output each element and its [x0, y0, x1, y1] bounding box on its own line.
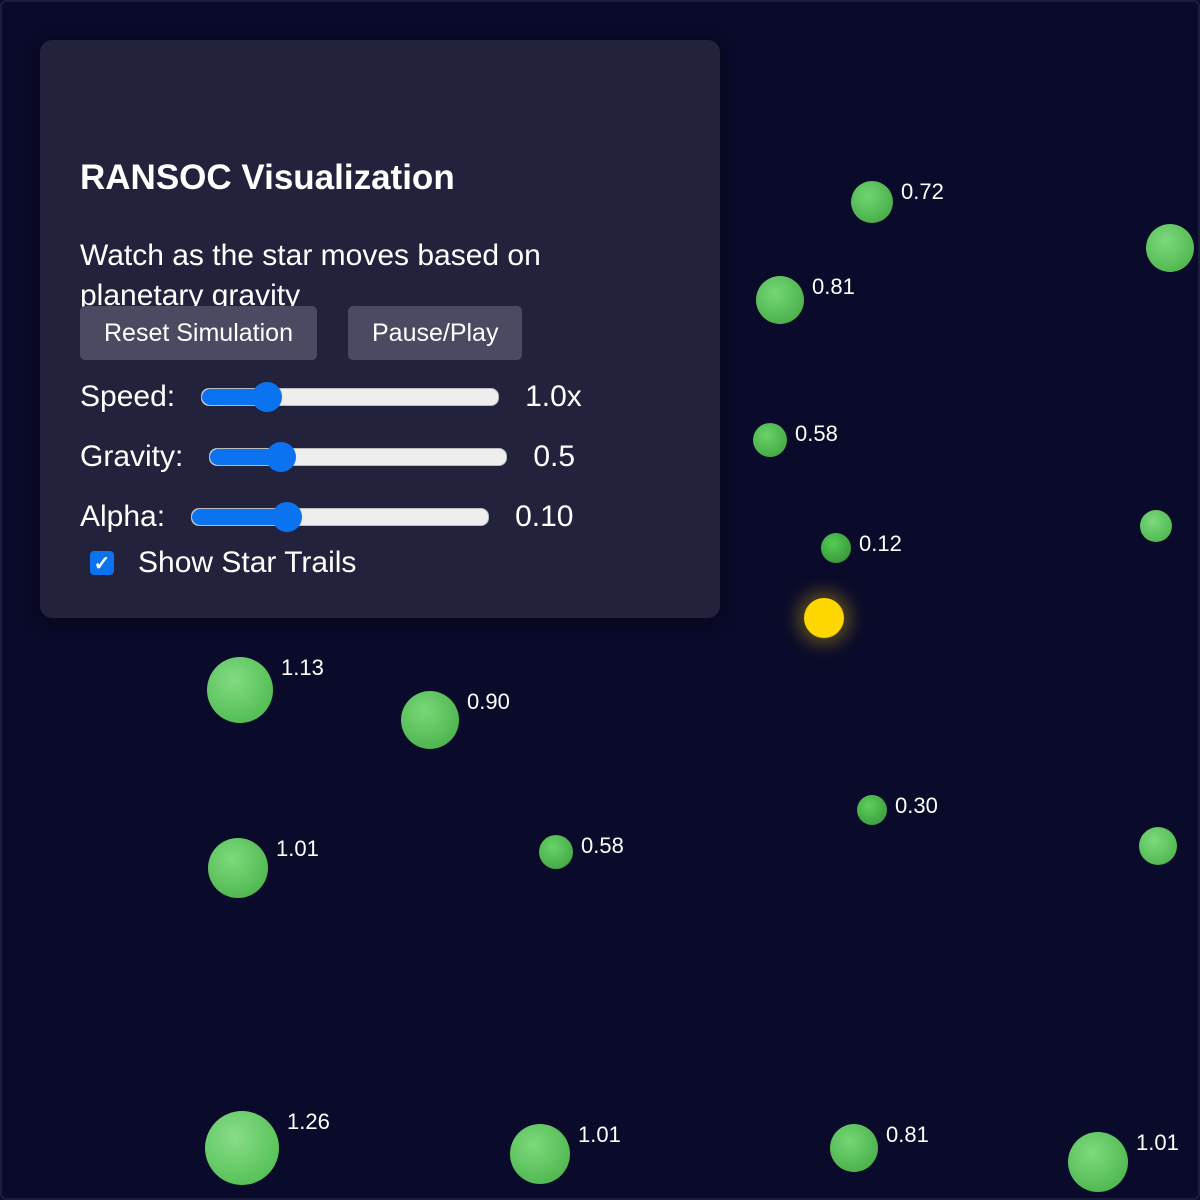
- planet: [539, 835, 573, 869]
- panel-title: RANSOC Visualization: [80, 158, 455, 197]
- gravity-value: 0.5: [533, 440, 576, 473]
- alpha-label: Alpha:: [80, 500, 166, 533]
- show-trails-label: Show Star Trails: [138, 546, 357, 579]
- planet: [857, 795, 887, 825]
- gravity-slider-fill: [210, 449, 282, 465]
- control-panel: RANSOC Visualization Watch as the star m…: [40, 40, 720, 618]
- planet: [205, 1111, 279, 1185]
- planet: [830, 1124, 878, 1172]
- planet-mass-label: 0.81: [812, 274, 855, 299]
- gravity-slider[interactable]: [209, 442, 508, 472]
- gravity-control: Gravity: 0.5: [80, 440, 575, 474]
- speed-slider[interactable]: [201, 382, 500, 412]
- planet: [1139, 827, 1177, 865]
- gravity-label: Gravity:: [80, 440, 184, 473]
- speed-slider-fill: [202, 389, 268, 405]
- planet-mass-label: 0.81: [886, 1122, 929, 1147]
- speed-control: Speed: 1.0x: [80, 380, 582, 414]
- planet-mass-label: 1.01: [276, 836, 319, 861]
- planet: [821, 533, 851, 563]
- planet-mass-label: 0.30: [895, 793, 938, 818]
- alpha-control: Alpha: 0.10: [80, 500, 573, 534]
- planet-mass-label: 1.13: [281, 655, 324, 680]
- show-trails-control[interactable]: ✓ Show Star Trails: [90, 546, 356, 580]
- planet-mass-label: 0.58: [581, 833, 624, 858]
- planet-mass-label: 0.90: [467, 689, 510, 714]
- speed-value: 1.0x: [525, 380, 582, 413]
- alpha-slider[interactable]: [191, 502, 490, 532]
- planet-mass-label: 1.26: [287, 1109, 330, 1134]
- gravity-slider-thumb[interactable]: [266, 442, 297, 472]
- planet-mass-label: 0.72: [901, 179, 944, 204]
- pause-play-button[interactable]: Pause/Play: [348, 306, 523, 360]
- planet: [401, 691, 459, 749]
- show-trails-checkbox[interactable]: ✓: [90, 551, 114, 575]
- planet: [753, 423, 787, 457]
- alpha-value: 0.10: [515, 500, 574, 533]
- speed-label: Speed:: [80, 380, 176, 413]
- planet: [756, 276, 804, 324]
- planet: [1068, 1132, 1128, 1192]
- reset-simulation-button[interactable]: Reset Simulation: [80, 306, 317, 360]
- planet-mass-label: 1.01: [578, 1122, 621, 1147]
- planet: [851, 181, 893, 223]
- planet: [1146, 224, 1194, 272]
- planet: [1140, 510, 1172, 542]
- panel-description: Watch as the star moves based on planeta…: [80, 239, 541, 312]
- speed-slider-thumb[interactable]: [252, 382, 283, 412]
- star: [804, 598, 844, 638]
- alpha-slider-thumb[interactable]: [271, 502, 302, 532]
- planet-mass-label: 0.12: [859, 531, 902, 556]
- planet: [207, 657, 273, 723]
- planet-mass-label: 0.58: [795, 421, 838, 446]
- planet: [208, 838, 268, 898]
- planet: [510, 1124, 570, 1184]
- planet-mass-label: 1.01: [1136, 1130, 1179, 1155]
- alpha-slider-fill: [192, 509, 287, 525]
